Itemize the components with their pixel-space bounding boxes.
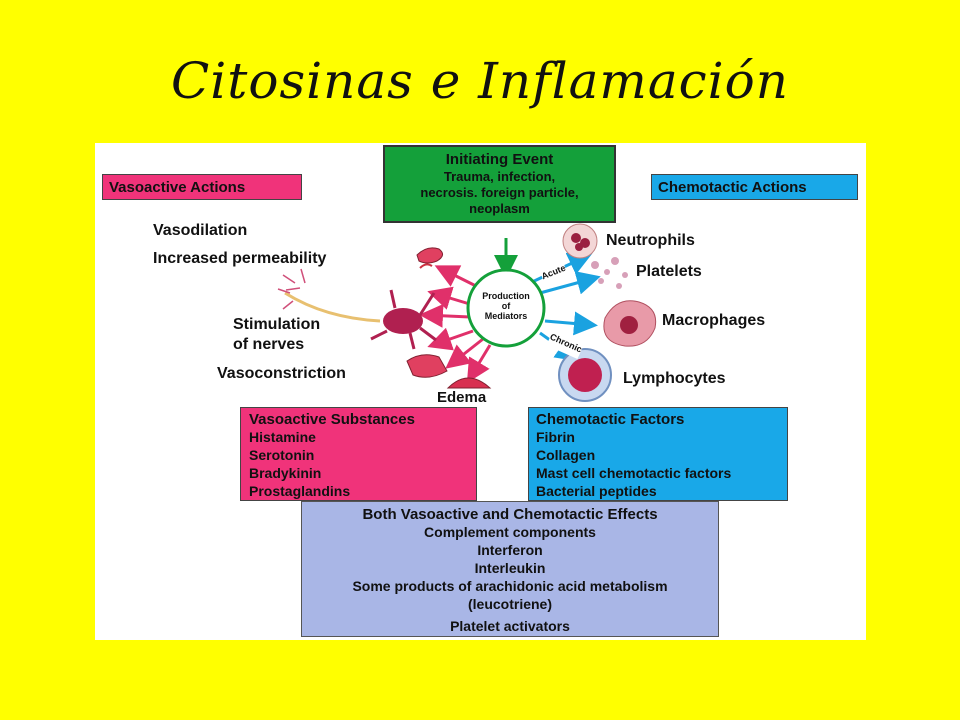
increased-permeability-label: Increased permeability [153, 250, 327, 267]
chemotactic-factor-item: Mast cell chemotactic factors [536, 465, 732, 481]
macrophages-label: Macrophages [662, 312, 766, 329]
center-circle [466, 268, 546, 348]
center-label: Production of Mediators [468, 291, 544, 321]
vasoactive-substances-box: Vasoactive Substances Histamine Serotoni… [240, 407, 477, 501]
diagram-panel: Initiating Event Trauma, infection, necr… [95, 143, 866, 640]
both-effects-item: Interleukin [474, 560, 546, 576]
both-effects-item: Complement components [424, 524, 596, 540]
stimulation-of-nerves-label: Stimulation of nerves [233, 315, 320, 355]
both-effects-item: Interferon [477, 542, 543, 558]
initiating-event-line: neoplasm [469, 201, 530, 216]
chemotactic-factor-item: Fibrin [536, 429, 575, 445]
vasoconstriction-label: Vasoconstriction [217, 365, 346, 382]
diagram-graphics [277, 223, 657, 402]
vasoactive-substance-item: Bradykinin [249, 465, 322, 481]
nerve-cell-illustration [277, 268, 437, 350]
lymphocytes-label: Lymphocytes [623, 370, 726, 387]
both-effects-box: Both Vasoactive and Chemotactic Effects … [301, 501, 719, 637]
both-effects-item: Platelet activators [450, 618, 570, 634]
slide-title: Citosinas e Inflamación [171, 52, 789, 110]
vasoactive-actions-label: Vasoactive Actions [102, 174, 302, 200]
initiating-event-line: necrosis. foreign particle, [420, 185, 579, 200]
chemotactic-factor-item: Bacterial peptides [536, 483, 657, 499]
chemotactic-factors-heading: Chemotactic Factors [536, 411, 685, 428]
chemotactic-factor-item: Collagen [536, 447, 596, 463]
vasodilation-label: Vasodilation [153, 222, 248, 239]
center-label-line: Production [482, 291, 530, 301]
vasoactive-substance-item: Prostaglandins [249, 483, 351, 499]
edema-illustration [446, 377, 492, 389]
both-effects-item: Some products of arachidonic acid metabo… [352, 578, 668, 594]
platelets-illustration [591, 257, 628, 289]
edema-label: Edema [437, 389, 487, 406]
initiating-event-box: Initiating Event Trauma, infection, necr… [383, 145, 616, 223]
neutrophil-illustration [562, 223, 598, 259]
macrophage-illustration [603, 300, 657, 347]
vasoactive-arrows [419, 265, 492, 384]
chemotactic-actions-label: Chemotactic Actions [651, 174, 858, 200]
chemotactic-factors-box: Chemotactic Factors Fibrin Collagen Mast… [528, 407, 788, 501]
center-label-line: Mediators [484, 311, 528, 321]
both-effects-item: (leucotriene) [467, 596, 552, 612]
initiating-event-line: Trauma, infection, [443, 169, 556, 184]
center-label-line: of [501, 301, 511, 311]
vasoactive-substances-heading: Vasoactive Substances [249, 411, 415, 428]
vessel-illustration [416, 247, 443, 269]
platelets-label: Platelets [636, 263, 702, 280]
stimulation-line: of nerves [233, 336, 305, 353]
both-effects-heading: Both Vasoactive and Chemotactic Effects [362, 506, 658, 523]
vasoconstriction-illustration [406, 354, 448, 378]
initiating-event-heading: Initiating Event [445, 151, 554, 168]
vasoactive-substance-item: Serotonin [249, 447, 315, 463]
stimulation-line: Stimulation [233, 316, 321, 333]
neutrophils-label: Neutrophils [606, 232, 695, 249]
lymphocyte-illustration [558, 348, 612, 402]
vasoactive-substance-item: Histamine [249, 429, 316, 445]
